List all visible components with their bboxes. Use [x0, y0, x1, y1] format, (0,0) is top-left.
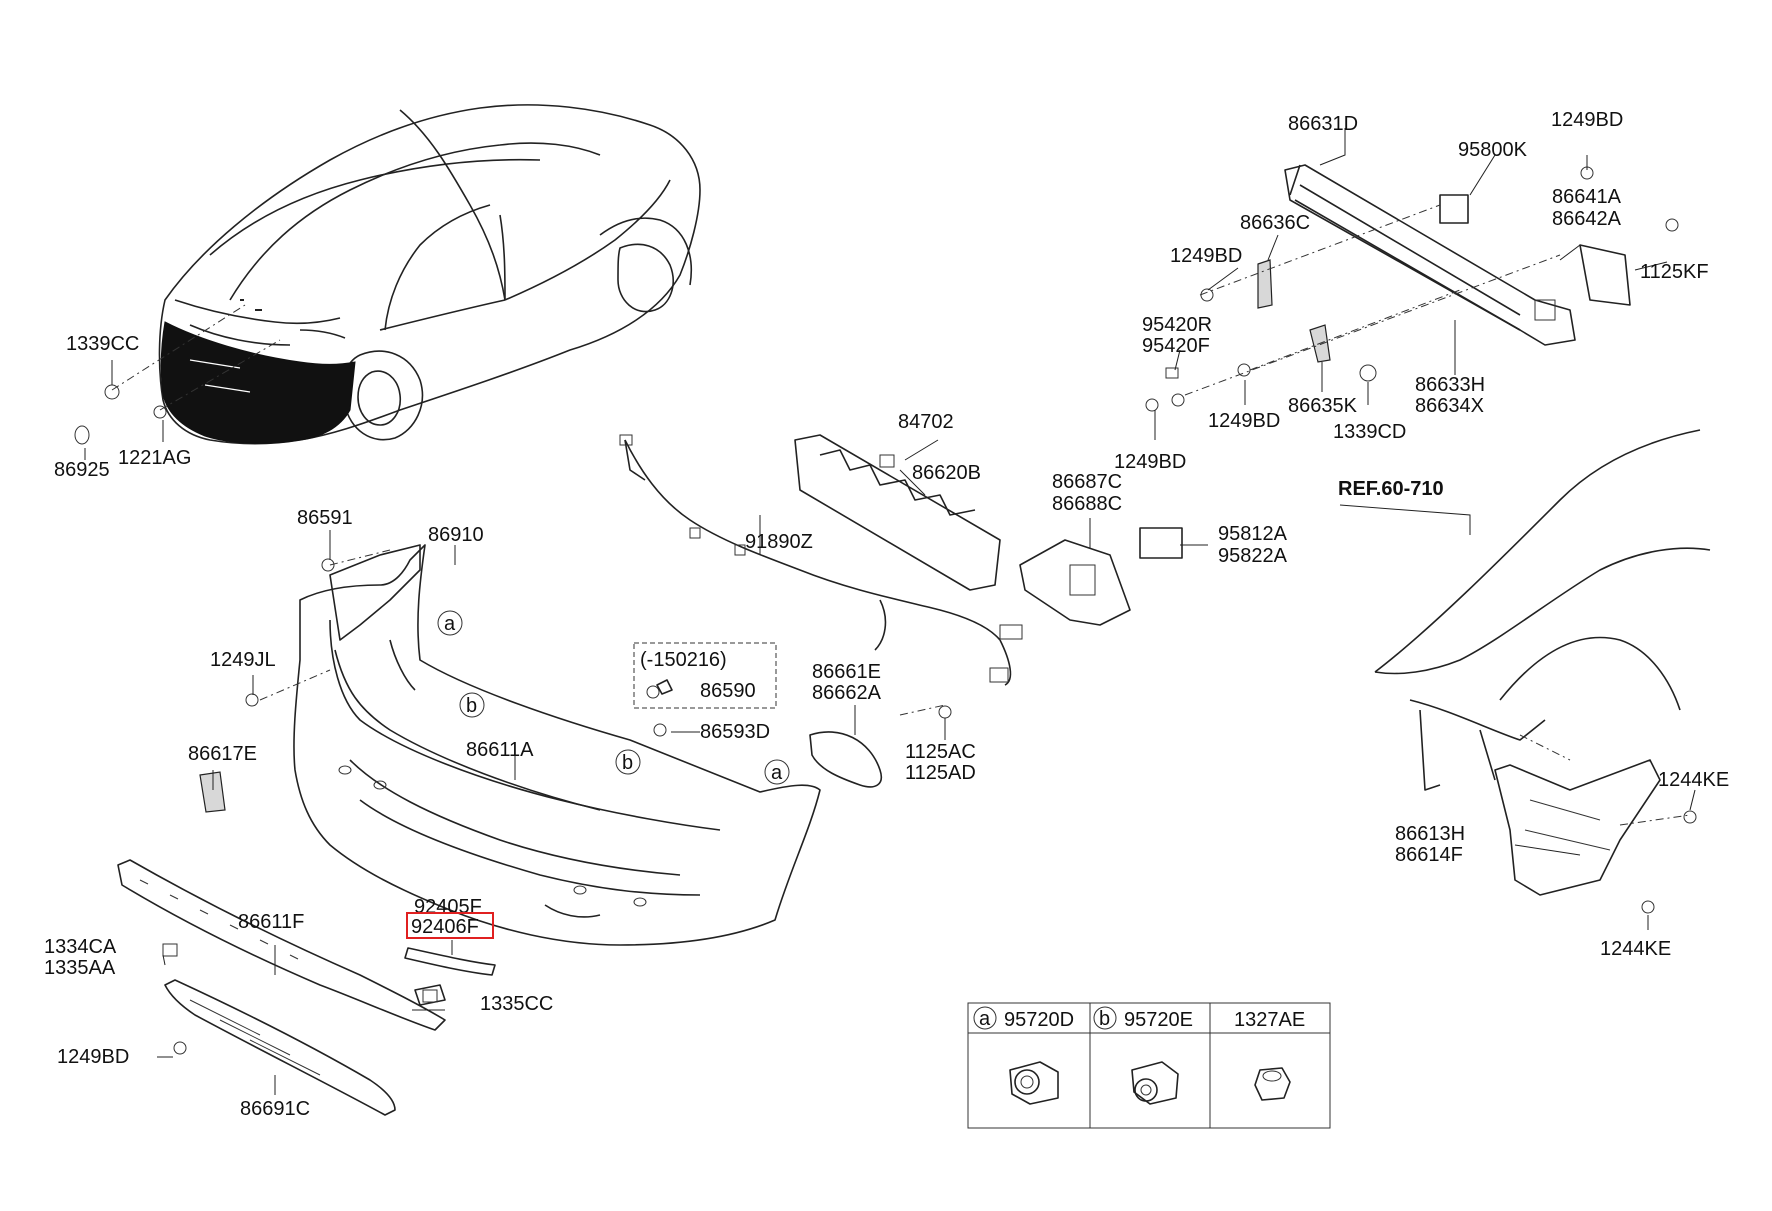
legend-letter-a: a — [979, 1008, 991, 1030]
label-95822A: 95822A — [1218, 545, 1288, 567]
bracket-86613H — [1494, 759, 1661, 896]
legend-table: a 95720D b 95720E 1327AE — [967, 1002, 1331, 1129]
label-1249BD-a: 1249BD — [1551, 109, 1623, 131]
bracket-86641A — [1579, 244, 1631, 306]
callout-b-2: b — [622, 752, 633, 774]
label-86642A: 86642A — [1552, 208, 1622, 230]
label-1339CD: 1339CD — [1333, 421, 1406, 443]
label-1244KE-a: 1244KE — [1658, 769, 1729, 791]
label-1339CC: 1339CC — [66, 333, 139, 355]
label-86591: 86591 — [297, 507, 353, 529]
legend-part-1327AE: 1327AE — [1234, 1009, 1305, 1031]
legend-border — [967, 1002, 1331, 1129]
undercover-86691C — [164, 979, 396, 1116]
label-86662A: 86662A — [812, 682, 882, 704]
label-86661E: 86661E — [812, 661, 881, 683]
label-1125AD: 1125AD — [905, 762, 976, 784]
label-86636C: 86636C — [1240, 212, 1310, 234]
label-1125AC: 1125AC — [905, 741, 976, 763]
label-86617E: 86617E — [188, 743, 257, 765]
car-illustration — [158, 104, 701, 445]
highlight-box-92406F — [406, 912, 494, 939]
label-ref-60-710: REF.60-710 — [1338, 478, 1444, 500]
label-95800K: 95800K — [1458, 139, 1528, 161]
fastener-icons — [74, 166, 1697, 1055]
label-86691C: 86691C — [240, 1098, 310, 1120]
label-86641A: 86641A — [1552, 186, 1622, 208]
callout-a-1: a — [444, 613, 456, 635]
label-95420F: 95420F — [1142, 335, 1210, 357]
callouts: a b b a — [437, 610, 790, 785]
label-1249BD-b: 1249BD — [1170, 245, 1242, 267]
legend-letter-b: b — [1099, 1008, 1110, 1030]
label-86631D: 86631D — [1288, 113, 1358, 135]
energy-absorber-86620B — [794, 434, 1001, 591]
label-92405F: 92405F — [414, 896, 482, 918]
label-date-range: (-150216) — [640, 649, 727, 671]
parking-sensor-bracket-86687C — [1019, 539, 1131, 626]
label-95812A: 95812A — [1218, 523, 1288, 545]
reflector-92405F — [404, 947, 496, 976]
reflector-86661E — [809, 731, 882, 788]
rear-bumper-cover — [293, 544, 821, 946]
sensor-95800K — [1439, 194, 1469, 224]
label-84702: 84702 — [898, 411, 954, 433]
label-1125KF: 1125KF — [1640, 261, 1709, 283]
label-86634X: 86634X — [1415, 395, 1484, 417]
label-1249BD-e: 1249BD — [57, 1046, 129, 1068]
nut-1327AE-icon — [1254, 1067, 1291, 1101]
label-1335CC: 1335CC — [480, 993, 553, 1015]
sensor-95720E-icon — [1131, 1061, 1179, 1105]
label-86611F: 86611F — [238, 911, 304, 933]
sensor-95720D-icon — [1009, 1061, 1059, 1105]
label-95420R: 95420R — [1142, 314, 1212, 336]
label-86613H: 86613H — [1395, 823, 1465, 845]
sensor-module-95812A — [1139, 527, 1183, 559]
label-86910: 86910 — [428, 524, 484, 546]
part-labels: 86631D 1249BD 95800K 86641A 86642A 86636… — [44, 109, 1729, 1120]
label-1335AA: 1335AA — [44, 957, 116, 979]
label-86593D: 86593D — [700, 721, 770, 743]
leader-lines — [84, 128, 1696, 1095]
label-1244KE-b: 1244KE — [1600, 938, 1671, 960]
label-91890Z: 91890Z — [745, 531, 813, 553]
wiring-harness-91890Z — [619, 434, 1023, 686]
label-86614F: 86614F — [1395, 844, 1463, 866]
label-86590: 86590 — [700, 680, 756, 702]
label-1249BD-d: 1249BD — [1114, 451, 1186, 473]
callout-b-1: b — [466, 695, 477, 717]
label-86688C: 86688C — [1052, 493, 1122, 515]
fender-ref-60-710 — [1374, 429, 1711, 791]
legend-part-95720D: 95720D — [1004, 1009, 1074, 1031]
label-86687C: 86687C — [1052, 471, 1122, 493]
legend-part-95720E: 95720E — [1124, 1009, 1193, 1031]
lower-trim-86611F — [117, 859, 446, 1031]
label-86611A: 86611A — [466, 739, 534, 761]
label-1249JL: 1249JL — [210, 649, 276, 671]
label-86925: 86925 — [54, 459, 110, 481]
label-86620B: 86620B — [912, 462, 981, 484]
callout-a-2: a — [771, 762, 783, 784]
bracket-86636C — [1257, 259, 1273, 309]
label-1249BD-c: 1249BD — [1208, 410, 1280, 432]
label-86635K: 86635K — [1288, 395, 1358, 417]
label-86633H: 86633H — [1415, 374, 1485, 396]
label-92406F: 92406F — [411, 916, 479, 938]
rear-beam-86631D — [1284, 164, 1576, 346]
label-1221AG: 1221AG — [118, 447, 191, 469]
label-1334CA: 1334CA — [44, 936, 117, 958]
